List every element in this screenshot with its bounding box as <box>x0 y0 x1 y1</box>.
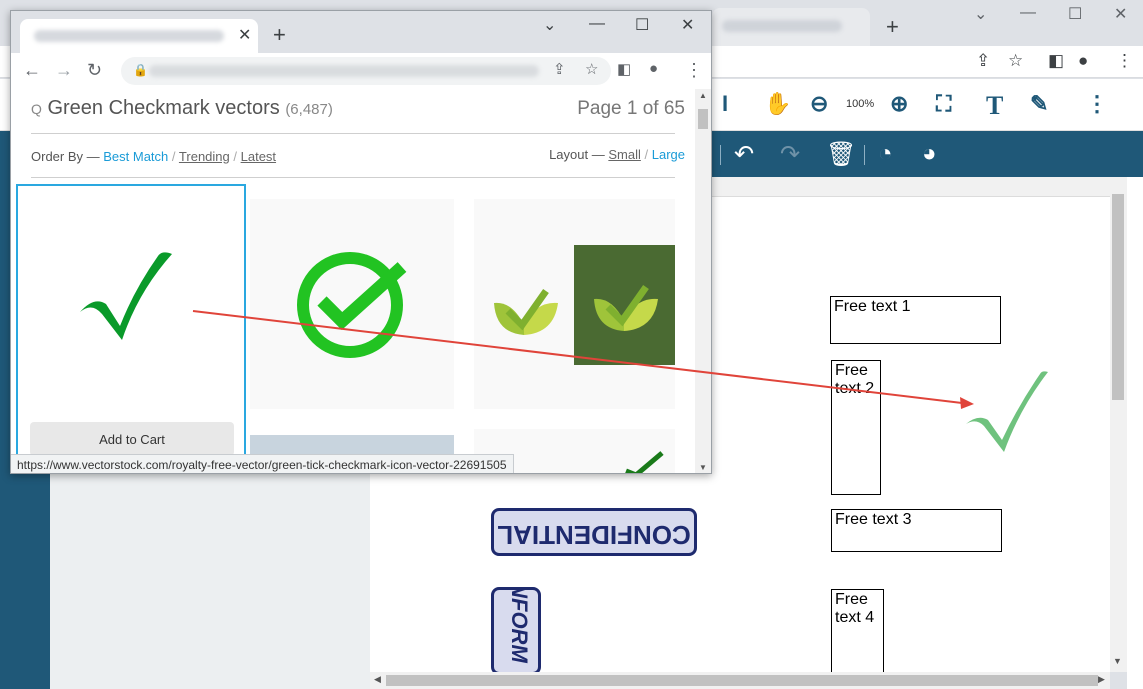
redo-icon[interactable]: ↷ <box>780 141 801 168</box>
menu-icon[interactable]: ⋮ <box>1116 51 1133 70</box>
result-card[interactable] <box>474 199 675 409</box>
popup-vertical-scrollbar[interactable]: ▲ ▼ <box>695 89 711 473</box>
checkmark-icon <box>625 451 664 473</box>
scroll-left-arrow-icon[interactable]: ◀ <box>374 674 381 684</box>
menu-icon[interactable]: ⋮ <box>685 60 703 80</box>
leaf-checkmark-dark-tile[interactable] <box>574 245 675 365</box>
zoom-in-icon[interactable]: ⊕ <box>890 91 909 116</box>
tab-search-icon[interactable]: ⌄ <box>543 17 557 34</box>
close-tab-icon[interactable]: ✕ <box>238 27 252 44</box>
divider <box>31 177 675 178</box>
text-cursor-icon[interactable]: I <box>722 91 729 116</box>
edit-tools-icon[interactable]: ✎ <box>1030 91 1049 116</box>
link-status-bar: https://www.vectorstock.com/royalty-free… <box>11 454 514 473</box>
layout-small-link[interactable]: Small <box>608 147 641 162</box>
result-card[interactable] <box>250 199 454 409</box>
minimize-button[interactable]: — <box>589 15 605 32</box>
scroll-down-arrow-icon[interactable]: ▼ <box>1113 656 1122 666</box>
blurred-tab-title <box>722 20 842 32</box>
order-best-match-link[interactable]: Best Match <box>103 149 169 164</box>
tab-search-icon[interactable]: ⌄ <box>974 6 988 23</box>
stamp-label: CONFIDENTIAL <box>497 520 691 550</box>
result-card-selected[interactable]: Add to Cart <box>16 184 246 473</box>
placed-checkmark-icon[interactable] <box>962 368 1052 464</box>
free-text-box-3[interactable]: Free text 3 <box>831 509 1002 552</box>
rotate-right-icon[interactable]: ◕ <box>922 140 937 167</box>
back-arrow-icon[interactable]: ← <box>23 60 41 80</box>
vertical-scroll-thumb[interactable] <box>1112 194 1124 400</box>
rotate-left-icon[interactable]: ◔ <box>878 140 893 167</box>
free-text-box-1[interactable]: Free text 1 <box>830 296 1001 344</box>
hand-tool-icon[interactable]: ✋ <box>764 91 792 116</box>
order-by-controls: Order By — Best Match / Trending / Lates… <box>31 149 277 164</box>
layout-controls: Layout — Small / Large <box>549 147 685 162</box>
confidential-stamp[interactable]: CONFIDENTIAL <box>491 508 697 556</box>
more-menu-icon[interactable]: ⋮ <box>1086 91 1108 116</box>
share-icon[interactable]: ⇪ <box>976 51 991 70</box>
free-text-box-2[interactable]: Free text 2 <box>831 360 881 495</box>
leaf-checkmark-icon[interactable] <box>490 285 560 339</box>
popup-toolbar: ← → ↻ 🔒 ⇪ ☆ ◧ ● ⋮ <box>11 53 711 89</box>
new-tab-button[interactable]: + <box>273 22 286 47</box>
side-panel-icon[interactable]: ◧ <box>617 61 632 78</box>
inform-stamp[interactable]: INFORM <box>491 587 541 675</box>
background-tab[interactable] <box>712 8 870 46</box>
circle-checkmark-icon[interactable] <box>296 249 408 361</box>
scroll-down-arrow-icon[interactable]: ▼ <box>699 463 707 472</box>
divider <box>31 133 675 134</box>
leaf-checkmark-icon <box>594 284 658 331</box>
profile-icon[interactable]: ● <box>649 60 659 77</box>
popup-browser-window: ✕ + ⌄ — ☐ ✕ ← → ↻ 🔒 ⇪ ☆ ◧ ● ⋮ Q Green Ch… <box>10 10 712 474</box>
close-window-button[interactable]: ✕ <box>681 17 695 34</box>
order-by-label: Order By — <box>31 149 100 164</box>
order-trending-link[interactable]: Trending <box>178 149 230 164</box>
blurred-url <box>149 65 539 77</box>
result-count: (6,487) <box>285 101 333 118</box>
maximize-button[interactable]: ☐ <box>1068 6 1083 23</box>
green-checkmark-icon[interactable] <box>76 248 176 352</box>
forward-arrow-icon[interactable]: → <box>55 60 73 80</box>
popup-titlebar: ✕ + ⌄ — ☐ ✕ <box>11 11 711 53</box>
layout-label: Layout — <box>549 147 605 162</box>
delete-icon[interactable]: 🗑 <box>826 141 857 168</box>
layout-large-link[interactable]: Large <box>651 147 685 162</box>
popup-scroll-thumb[interactable] <box>698 109 708 129</box>
address-bar[interactable]: 🔒 ⇪ ☆ <box>121 57 611 85</box>
side-panel-icon[interactable]: ◧ <box>1048 51 1065 70</box>
add-text-icon[interactable]: T <box>986 91 1004 120</box>
bookmark-star-icon[interactable]: ☆ <box>585 61 599 78</box>
add-to-cart-button[interactable]: Add to Cart <box>30 422 234 456</box>
new-tab-button[interactable]: + <box>886 14 899 39</box>
reload-icon[interactable]: ↻ <box>87 60 103 80</box>
fit-page-icon[interactable]: ⛶ <box>936 91 952 116</box>
popup-active-tab[interactable]: ✕ <box>20 19 258 53</box>
scroll-up-arrow-icon[interactable]: ▲ <box>699 91 707 100</box>
right-margin <box>1127 177 1143 689</box>
maximize-button[interactable]: ☐ <box>635 17 650 34</box>
toolbar-divider <box>864 145 865 165</box>
close-window-button[interactable]: ✕ <box>1114 6 1128 23</box>
lock-icon[interactable]: 🔒 <box>133 63 148 77</box>
stamp-label: INFORM <box>507 587 532 663</box>
page-indicator: Page 1 of 65 <box>577 98 685 119</box>
search-q-icon: Q <box>31 101 42 117</box>
horizontal-scroll-thumb[interactable] <box>386 675 1098 686</box>
bookmark-star-icon[interactable]: ☆ <box>1008 51 1024 70</box>
profile-icon[interactable]: ● <box>1078 51 1089 70</box>
minimize-button[interactable]: — <box>1020 4 1036 21</box>
undo-icon[interactable]: ↶ <box>734 141 755 168</box>
zoom-out-icon[interactable]: ⊖ <box>810 91 829 116</box>
blurred-tab-title <box>34 30 224 42</box>
toolbar-divider <box>720 145 721 165</box>
zoom-level[interactable]: 100% <box>846 98 875 110</box>
share-icon[interactable]: ⇪ <box>553 61 566 78</box>
free-text-box-4[interactable]: Free text 4 <box>831 589 884 679</box>
scroll-right-arrow-icon[interactable]: ▶ <box>1098 674 1105 684</box>
search-title: Q Green Checkmark vectors (6,487) <box>31 97 333 120</box>
order-latest-link[interactable]: Latest <box>240 149 277 164</box>
search-title-text: Green Checkmark vectors <box>47 97 280 119</box>
search-results-page: Q Green Checkmark vectors (6,487) Page 1… <box>11 89 695 473</box>
